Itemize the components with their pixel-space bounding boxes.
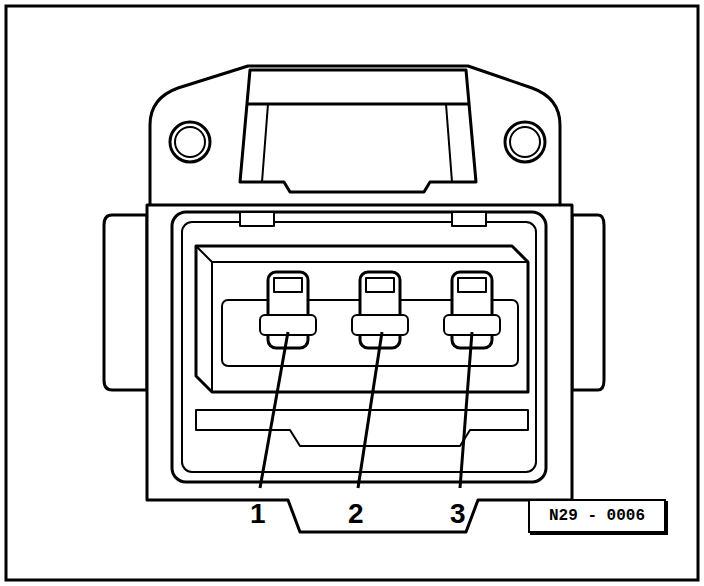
- connector-housing: [104, 66, 604, 532]
- callout-number: 1: [250, 500, 266, 528]
- figure-number: N29 - 0006: [549, 507, 645, 525]
- figure-number-box: N29 - 0006: [528, 499, 666, 533]
- leader-lines: [260, 332, 472, 488]
- frame: [6, 6, 698, 580]
- callout-number: 2: [348, 500, 364, 528]
- callout-number: 3: [450, 500, 466, 528]
